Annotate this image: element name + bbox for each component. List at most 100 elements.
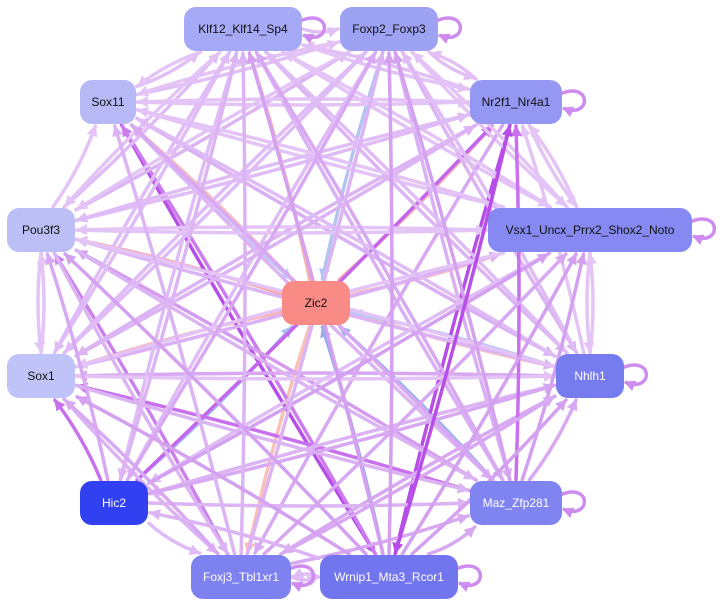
edge-wrnip1-mta3-rcor1-to-maz-zfp281 [426,525,477,556]
edge-foxp2-foxp3-to-vsx1-uncx-prrx2-shox2-noto [410,50,568,208]
node-sox1[interactable]: Sox1 [7,354,75,398]
node-label-sox1: Sox1 [27,369,55,383]
node-label-vsx1-uncx-prrx2-shox2-noto: Vsx1_Uncx_Prrx2_Shox2_Noto [506,223,675,237]
edge-klf12-klf14-sp4-to-foxp2-foxp3 [301,26,340,38]
edge-wrnip1-mta3-rcor1-to-hic2 [148,509,321,560]
node-box-zic2[interactable] [282,281,350,325]
edge-foxp2-foxp3-to-hic2 [126,50,378,481]
node-label-maz-zfp281: Maz_Zfp281 [483,496,550,510]
node-label-foxp2-foxp3: Foxp2_Foxp3 [352,22,426,36]
node-foxj3-tbl1xr1[interactable]: Foxj3_Tbl1xr1 [191,555,291,599]
node-label-pou3f3: Pou3f3 [22,223,60,237]
edge-hic2-to-nhlh1 [147,383,556,496]
edge-vsx1-uncx-prrx2-shox2-noto-to-hic2 [148,251,552,485]
node-box-foxj3-tbl1xr1[interactable] [191,555,291,599]
edge-vsx1-uncx-prrx2-shox2-noto-to-foxp2-foxp3 [411,51,569,209]
edge-wrnip1-mta3-rcor1-to-vsx1-uncx-prrx2-shox2-noto [400,252,578,556]
node-box-sox1[interactable] [7,354,75,398]
node-label-foxj3-tbl1xr1: Foxj3_Tbl1xr1 [203,570,279,584]
node-box-nr2f1-nr4a1[interactable] [470,80,562,124]
node-box-klf12-klf14-sp4[interactable] [184,7,302,51]
node-box-sox11[interactable] [80,80,136,124]
edge-hic2-to-foxp2-foxp3 [125,51,377,482]
edge-nhlh1-to-klf12-klf14-sp4 [265,51,569,355]
edge-sox1-to-pou3f3 [36,252,48,355]
edge-zic2-to-foxj3-tbl1xr1 [244,324,312,555]
node-sox11[interactable]: Sox11 [80,80,136,124]
node-box-nhlh1[interactable] [556,354,624,398]
self-loop-nr2f1-nr4a1 [559,89,587,118]
edge-sox11-to-nr2f1-nr4a1 [135,96,470,108]
edge-nhlh1-to-vsx1-uncx-prrx2-shox2-noto [585,252,597,355]
node-nhlh1[interactable]: Nhlh1 [556,354,624,398]
node-box-hic2[interactable] [80,481,148,525]
node-label-nhlh1: Nhlh1 [574,369,606,383]
edge-vsx1-uncx-prrx2-shox2-noto-to-pou3f3 [75,224,489,236]
edge-klf12-klf14-sp4-to-sox11 [136,50,203,88]
node-box-wrnip1-mta3-rcor1[interactable] [320,555,458,599]
edge-sox1-to-nhlh1 [74,370,556,382]
edge-hic2-to-vsx1-uncx-prrx2-shox2-noto [147,252,550,485]
node-label-hic2: Hic2 [102,496,126,510]
edge-pou3f3-to-sox1 [34,251,46,354]
edge-foxj3-tbl1xr1-to-vsx1-uncx-prrx2-shox2-noto [262,252,568,556]
node-klf12-klf14-sp4[interactable]: Klf12_Klf14_Sp4 [184,7,302,51]
node-hic2[interactable]: Hic2 [80,481,148,525]
edge-sox1-to-klf12-klf14-sp4 [52,51,231,355]
edge-pou3f3-to-sox11 [51,124,98,209]
edge-klf12-klf14-sp4-to-maz-zfp281 [254,50,504,481]
edge-pou3f3-to-klf12-klf14-sp4 [62,51,221,209]
edge-wrnip1-mta3-rcor1-to-pou3f3 [63,252,368,556]
edge-hic2-to-pou3f3 [45,252,110,482]
edge-layer [34,26,597,587]
edge-klf12-klf14-sp4-to-nhlh1 [264,50,568,354]
node-box-pou3f3[interactable] [7,208,75,252]
edge-nhlh1-to-sox1 [75,370,557,382]
edge-wrnip1-mta3-rcor1-to-sox11 [120,124,378,556]
edge-maz-zfp281-to-klf12-klf14-sp4 [255,51,505,482]
edge-foxj3-tbl1xr1-to-klf12-klf14-sp4 [237,51,249,556]
edge-maz-zfp281-to-nhlh1 [527,398,578,482]
edge-nr2f1-nr4a1-to-klf12-klf14-sp4 [302,41,471,92]
self-loop-foxp2-foxp3 [435,16,463,45]
node-label-nr2f1-nr4a1: Nr2f1_Nr4a1 [482,95,551,109]
edge-hic2-to-maz-zfp281 [147,497,470,509]
edge-foxj3-tbl1xr1-to-sox1 [63,398,220,556]
edge-maz-zfp281-to-foxp2-foxp3 [392,51,512,482]
node-foxp2-foxp3[interactable]: Foxp2_Foxp3 [340,7,438,51]
node-label-zic2: Zic2 [305,296,328,310]
edge-pou3f3-to-vsx1-uncx-prrx2-shox2-noto [74,224,488,236]
edge-nr2f1-nr4a1-to-sox11 [136,96,471,108]
edge-vsx1-uncx-prrx2-shox2-noto-to-nr2f1-nr4a1 [528,124,579,209]
edge-vsx1-uncx-prrx2-shox2-noto-to-nhlh1 [583,251,595,354]
self-loop-klf12-klf14-sp4 [299,16,327,45]
node-label-klf12-klf14-sp4: Klf12_Klf14_Sp4 [198,22,288,36]
edge-hic2-to-foxj3-tbl1xr1 [147,521,202,556]
edge-nhlh1-to-hic2 [148,383,557,496]
node-label-sox11: Sox11 [91,95,124,109]
edge-hic2-to-klf12-klf14-sp4 [118,51,240,482]
node-wrnip1-mta3-rcor1[interactable]: Wrnip1_Mta3_Rcor1 [320,555,458,599]
edge-foxj3-tbl1xr1-to-sox11 [112,124,237,556]
node-zic2[interactable]: Zic2 [282,281,350,325]
edge-wrnip1-mta3-rcor1-to-nhlh1 [410,398,568,556]
node-vsx1-uncx-prrx2-shox2-noto[interactable]: Vsx1_Uncx_Prrx2_Shox2_Noto [488,208,692,252]
self-loop-nhlh1 [621,363,649,392]
edge-wrnip1-mta3-rcor1-to-sox1 [75,395,351,556]
node-box-vsx1-uncx-prrx2-shox2-noto[interactable] [488,208,692,252]
edge-sox1-to-maz-zfp281 [74,383,470,494]
node-pou3f3[interactable]: Pou3f3 [7,208,75,252]
edge-maz-zfp281-to-vsx1-uncx-prrx2-shox2-noto [520,252,587,482]
node-label-wrnip1-mta3-rcor1: Wrnip1_Mta3_Rcor1 [334,570,444,584]
edge-nr2f1-nr4a1-to-sox1 [75,123,478,357]
node-box-foxp2-foxp3[interactable] [340,7,438,51]
edge-pou3f3-to-nr2f1-nr4a1 [74,112,470,223]
node-box-maz-zfp281[interactable] [470,481,562,525]
node-nr2f1-nr4a1[interactable]: Nr2f1_Nr4a1 [470,80,562,124]
node-maz-zfp281[interactable]: Maz_Zfp281 [470,481,562,525]
self-loop-vsx1-uncx-prrx2-shox2-noto [689,217,717,246]
edge-wrnip1-mta3-rcor1-to-foxj3-tbl1xr1 [291,567,321,579]
edge-pou3f3-to-maz-zfp281 [74,248,476,481]
